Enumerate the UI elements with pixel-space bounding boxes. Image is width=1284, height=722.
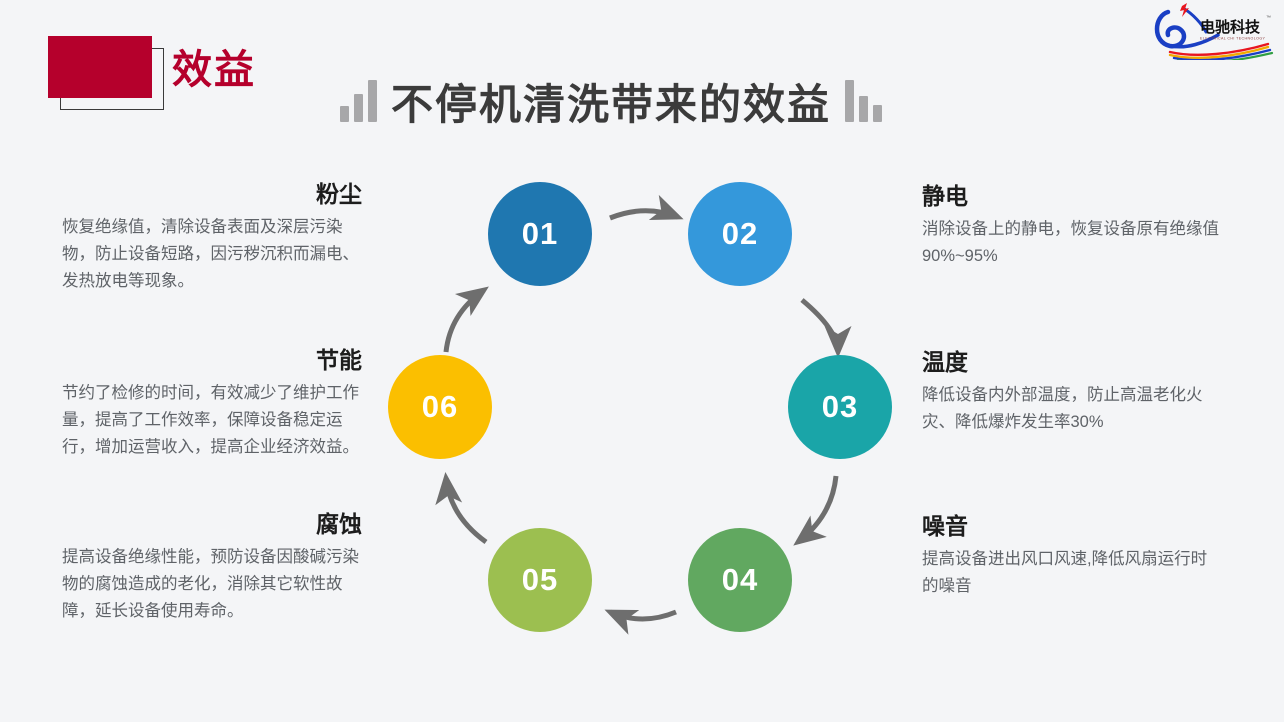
title-row: 不停机清洗带来的效益 [340, 66, 883, 128]
benefit-body-noise: 提高设备进出风口风速,降低风扇运行时的噪音 [922, 550, 1208, 596]
benefit-body-static: 消除设备上的静电，恢复设备原有绝缘值90%~95% [922, 220, 1219, 266]
benefit-cycle-diagram: 01 02 03 04 05 06 [370, 160, 910, 670]
cycle-step-05[interactable]: 05 [488, 528, 592, 632]
benefit-item-dust: 粉尘 恢复绝缘值，清除设备表面及深层污染物，防止设备短路，因污秽沉积而漏电、发热… [62, 181, 362, 294]
cycle-step-02[interactable]: 02 [688, 182, 792, 286]
svg-text:™: ™ [1266, 15, 1271, 21]
benefit-item-corrosion: 腐蚀 提高设备绝缘性能，预防设备因酸碱污染物的腐蚀造成的老化，消除其它软性故障，… [62, 511, 362, 624]
cycle-arrows [435, 194, 852, 635]
bar-chart-descending-icon [845, 78, 883, 126]
benefit-body-dust: 恢复绝缘值，清除设备表面及深层污染物，防止设备短路，因污秽沉积而漏电、发热放电等… [62, 218, 359, 290]
benefit-title-noise: 噪音 [922, 513, 968, 539]
section-label: 效益 [172, 48, 256, 92]
section-badge [48, 36, 168, 110]
benefit-body-corrosion: 提高设备绝缘性能，预防设备因酸碱污染物的腐蚀造成的老化，消除其它软性故障，延长设… [62, 548, 359, 620]
badge-filled-square [48, 36, 152, 98]
benefit-item-energy-saving: 节能 节约了检修的时间，有效减少了维护工作量，提高了工作效率，保障设备稳定运行，… [62, 347, 362, 460]
benefit-body-temperature: 降低设备内外部温度，防止高温老化火灾、降低爆炸发生率30% [922, 386, 1203, 432]
benefit-title-corrosion: 腐蚀 [316, 511, 362, 537]
cycle-step-06[interactable]: 06 [388, 355, 492, 459]
cycle-step-04[interactable]: 04 [688, 528, 792, 632]
svg-text:电驰科技: 电驰科技 [1200, 18, 1261, 36]
benefit-title-temperature: 温度 [922, 349, 968, 375]
page-title: 不停机清洗带来的效益 [391, 81, 832, 128]
benefit-body-energy-saving: 节约了检修的时间，有效减少了维护工作量，提高了工作效率，保障设备稳定运行，增加运… [62, 384, 359, 456]
benefit-title-energy-saving: 节能 [316, 347, 362, 373]
benefit-item-static: 静电 消除设备上的静电，恢复设备原有绝缘值90%~95% [922, 183, 1222, 270]
benefit-item-noise: 噪音 提高设备进出风口风速,降低风扇运行时的噪音 [922, 513, 1222, 600]
benefit-title-static: 静电 [922, 183, 968, 209]
benefit-title-dust: 粉尘 [316, 181, 362, 207]
cycle-step-03[interactable]: 03 [788, 355, 892, 459]
bar-chart-ascending-icon [340, 78, 377, 126]
dianchi-technology-logo: 电驰科技 ELECTRICAL CHI TECHNOLOGY ™ [1148, 2, 1278, 64]
benefit-item-temperature: 温度 降低设备内外部温度，防止高温老化火灾、降低爆炸发生率30% [922, 349, 1222, 436]
cycle-step-01[interactable]: 01 [488, 182, 592, 286]
svg-text:ELECTRICAL CHI TECHNOLOGY: ELECTRICAL CHI TECHNOLOGY [1200, 37, 1266, 41]
